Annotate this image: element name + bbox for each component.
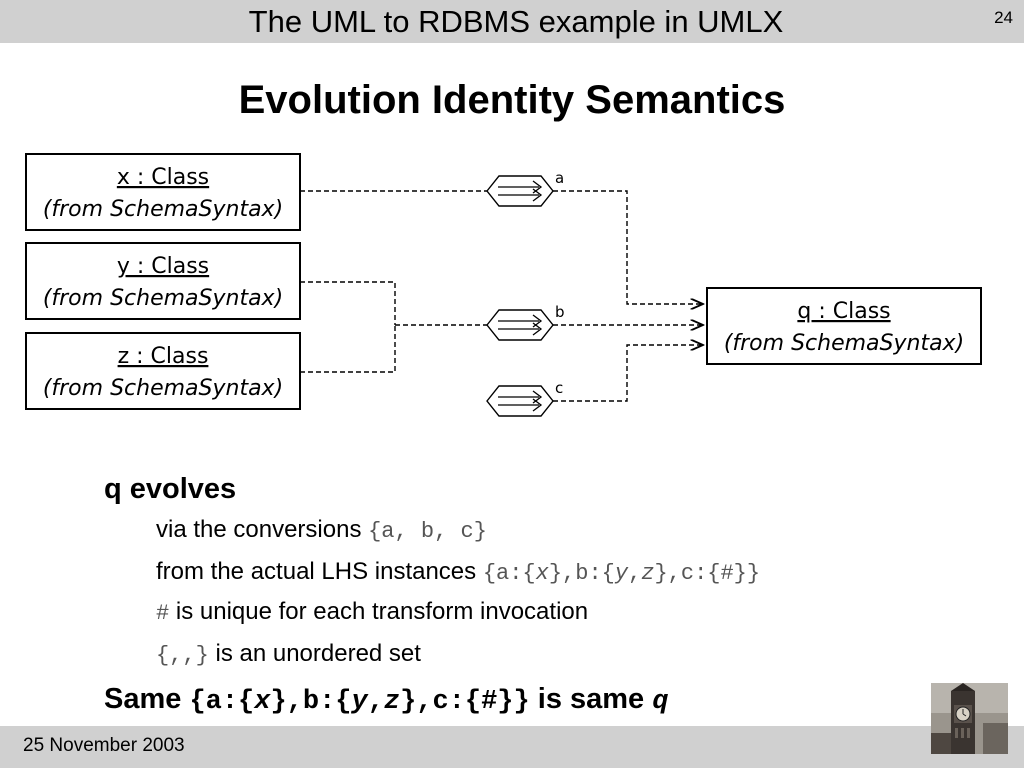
header-title: The UML to RDBMS example in UMLX (248, 4, 784, 39)
class-package-q: (from SchemaSyntax) (724, 331, 964, 356)
class-name-q: q : Class (797, 299, 890, 324)
conversion-c-icon[interactable] (486, 385, 554, 417)
class-name-z: z : Class (118, 344, 209, 369)
instances-text: from the actual LHS instances (156, 558, 483, 585)
conversion-b-icon[interactable] (486, 309, 554, 341)
code-part: },b:{ (548, 561, 615, 586)
code-part: },c:{#}} (400, 687, 530, 717)
code-part: , (628, 561, 642, 586)
footer-date: 25 November 2003 (23, 735, 185, 756)
big-ben-photo-graphic (931, 683, 1008, 754)
instances-code: {a:{x},b:{y,z},c:{#}} (483, 561, 760, 586)
conversion-b-label: b (555, 303, 565, 321)
slide-title: Evolution Identity Semantics (238, 78, 786, 122)
page-number: 24 (994, 8, 1013, 27)
conversions-code: {a, b, c} (368, 519, 487, 544)
same-q: q (652, 687, 669, 717)
class-box-q[interactable]: q : Class (from SchemaSyntax) (706, 287, 982, 365)
code-part: {a:{ (189, 687, 255, 717)
code-part: , (367, 687, 384, 717)
class-name-y: y : Class (117, 254, 209, 279)
set-code: {,,} (156, 643, 209, 668)
same-code: {a:{x},b:{y,z},c:{#}} (189, 687, 529, 717)
body-line-conversions: via the conversions {a, b, c} (156, 515, 487, 547)
connector-lines (300, 190, 703, 402)
body-line-unordered: {,,} is an unordered set (156, 639, 421, 671)
body-heading: q evolves (104, 473, 237, 505)
code-part: x (254, 687, 271, 717)
conversions-text: via the conversions (156, 516, 369, 543)
body-line-instances: from the actual LHS instances {a:{x},b:{… (156, 557, 760, 589)
class-name-x: x : Class (117, 165, 209, 190)
class-package-z: (from SchemaSyntax) (43, 376, 283, 401)
body-line-unique: # is unique for each transform invocatio… (156, 597, 588, 629)
code-part: x (535, 561, 549, 586)
conversion-a-icon[interactable] (486, 175, 554, 207)
header-bar: The UML to RDBMS example in UMLX 24 (0, 0, 1024, 43)
class-package-x: (from SchemaSyntax) (43, 197, 283, 222)
code-part: {a:{ (482, 561, 536, 586)
unordered-text: is an unordered set (208, 640, 421, 667)
big-ben-photo-icon (931, 683, 1008, 754)
code-part: },b:{ (270, 687, 352, 717)
code-part: z (383, 687, 401, 717)
class-package-y: (from SchemaSyntax) (43, 286, 283, 311)
same-text: Same (104, 683, 190, 715)
conversion-c-label: c (555, 379, 563, 397)
code-part: y (614, 561, 629, 586)
class-box-z[interactable]: z : Class (from SchemaSyntax) (25, 332, 301, 410)
code-part: y (351, 687, 368, 717)
class-box-x[interactable]: x : Class (from SchemaSyntax) (25, 153, 301, 231)
class-box-y[interactable]: y : Class (from SchemaSyntax) (25, 242, 301, 320)
same-text-2: is same (529, 683, 653, 715)
hash-code: # (156, 601, 170, 626)
footer-bar: 25 November 2003 (0, 726, 1024, 768)
conversion-a-label: a (555, 169, 564, 187)
unique-text: is unique for each transform invocation (169, 598, 589, 625)
code-part: z (641, 561, 655, 586)
body-line-same: Same {a:{x},b:{y,z},c:{#}} is same q (104, 682, 668, 719)
code-part: },c:{#}} (654, 561, 761, 586)
